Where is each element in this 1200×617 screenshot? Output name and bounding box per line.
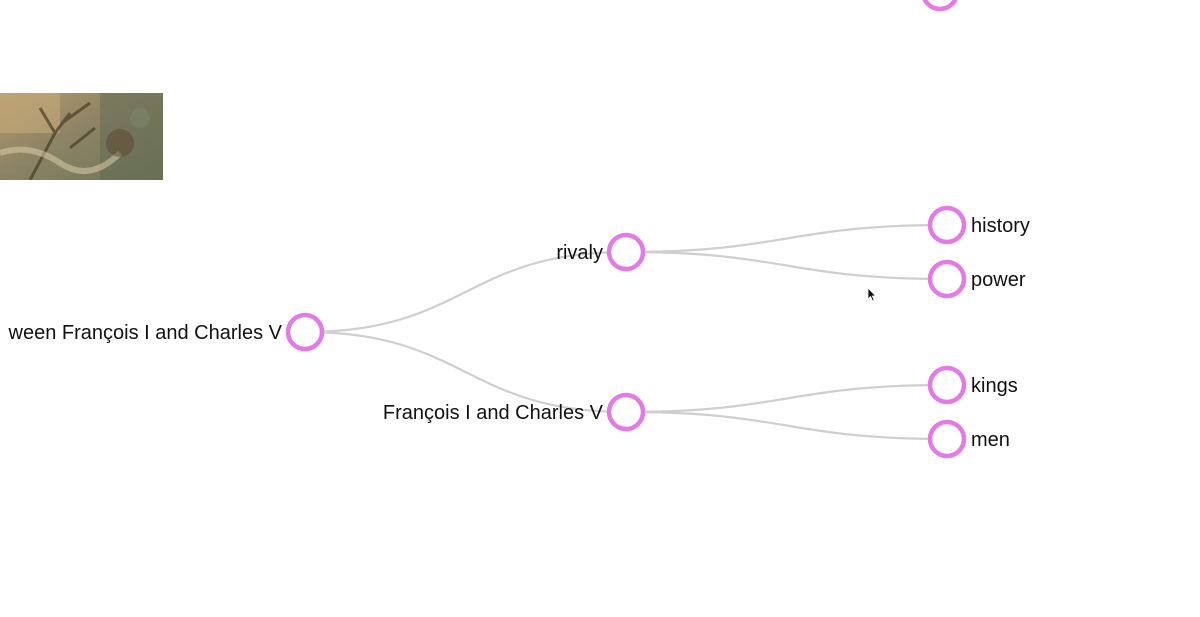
tree-node-kings[interactable]: kings [930,368,1018,402]
node-label[interactable]: François I and Charles V [383,402,604,424]
tree-node-men[interactable]: men [930,422,1010,456]
node-label[interactable]: black [964,0,1012,4]
node-label[interactable]: rivaly [556,242,603,264]
tree-link-francois-charles-to-men [626,412,947,439]
tree-node-root[interactable]: ween François I and Charles V [8,315,322,349]
tree-link-root-to-francois-charles [305,332,626,412]
node-circle[interactable] [609,235,643,269]
node-circle[interactable] [288,315,322,349]
node-circle[interactable] [923,0,957,9]
tree-node-black[interactable]: black [923,0,1012,9]
tree-link-rivaly-to-history [626,225,947,252]
tree-node-power[interactable]: power [930,262,1026,296]
node-circle[interactable] [930,422,964,456]
tree-link-root-to-rivaly [305,252,626,332]
mouse-pointer-icon [867,287,877,303]
node-circle[interactable] [609,395,643,429]
node-label[interactable]: ween François I and Charles V [8,322,283,344]
node-circle[interactable] [930,208,964,242]
node-label[interactable]: history [971,215,1030,237]
node-label[interactable]: power [971,269,1026,291]
tree-link-francois-charles-to-kings [626,385,947,412]
node-circle[interactable] [930,262,964,296]
node-circle[interactable] [930,368,964,402]
node-label[interactable]: kings [971,375,1018,397]
tree-node-history[interactable]: history [930,208,1030,242]
tree-node-rivaly[interactable]: rivaly [556,235,643,269]
tree-link-rivaly-to-power [626,252,947,279]
node-label[interactable]: men [971,429,1010,451]
